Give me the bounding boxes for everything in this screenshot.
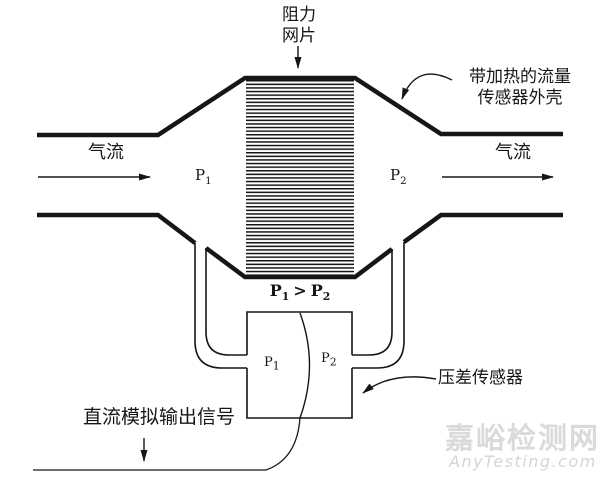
right-tap-tube-outer [352, 242, 405, 369]
dp-sensor-pointer-arrow [362, 376, 437, 394]
output-signal-curve [265, 417, 301, 471]
heated-housing-label: 带加热的流量 传感器外壳 [469, 67, 571, 109]
p2-duct-label: P2 [390, 166, 407, 187]
duct-bottom-wall-center [204, 246, 394, 280]
watermark-site-name: 嘉峪检测网 [445, 421, 600, 455]
pressure-relation-label: P1>P2 [269, 281, 331, 304]
diaphragm-curve [299, 312, 311, 419]
left-tap-tube-inner [205, 248, 247, 356]
dc-output-signal-label: 直流模拟输出信号 [83, 406, 236, 428]
duct-bottom-wall-right [402, 212, 563, 244]
left-tap-tube-outer [194, 243, 247, 369]
airflow-label-right: 气流 [495, 142, 531, 163]
housing-pointer-arrow [401, 73, 453, 100]
dp-sensor-label: 压差传感器 [438, 368, 523, 388]
resistance-mesh-label: 阻力 网片 [282, 5, 316, 47]
right-tap-tube-inner [352, 249, 393, 356]
airflow-label-left: 气流 [88, 142, 124, 163]
watermark-site-url: AnyTesting.com [449, 452, 597, 471]
duct-bottom-wall-left [37, 212, 197, 245]
resistance-mesh-screen [246, 80, 354, 276]
p1-duct-label: P1 [195, 166, 212, 187]
p2-box-label: P2 [321, 351, 337, 369]
duct-top-wall [37, 75, 563, 138]
p1-box-label: P1 [264, 355, 280, 373]
